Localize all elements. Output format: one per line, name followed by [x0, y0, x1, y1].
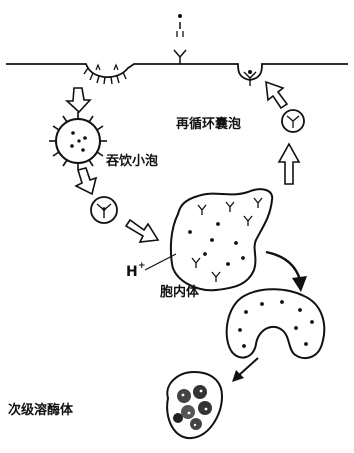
- arrow-to-coated-vesicle: [67, 88, 90, 112]
- arrow-to-crescent: [266, 252, 307, 292]
- arrow-to-lysosome: [232, 358, 258, 382]
- label-secondary-lysosome: 次级溶酶体: [8, 402, 74, 418]
- crescent-vesicle: [227, 289, 325, 358]
- arrow-to-uncoated-vesicle: [76, 168, 96, 194]
- label-proton-charge: +: [138, 261, 146, 271]
- arrow-to-membrane: [266, 82, 287, 108]
- label-pinocytic-vesicle: 吞饮小泡: [106, 153, 158, 169]
- plasma-membrane: [6, 64, 348, 80]
- label-recycling-vesicle: 再循环囊泡: [176, 116, 241, 132]
- secondary-lysosome-drawing: [167, 372, 222, 438]
- coated-vesicle: [49, 112, 107, 170]
- free-ligand-receptor: [174, 14, 186, 64]
- recycling-vesicle: [282, 110, 304, 132]
- label-endosome: 胞内体: [159, 284, 200, 300]
- uncoated-vesicle: [91, 197, 117, 223]
- arrow-to-recycling-vesicle: [279, 144, 299, 184]
- endosome: [171, 189, 272, 290]
- label-proton: H: [126, 264, 138, 280]
- arrow-to-endosome: [126, 220, 158, 242]
